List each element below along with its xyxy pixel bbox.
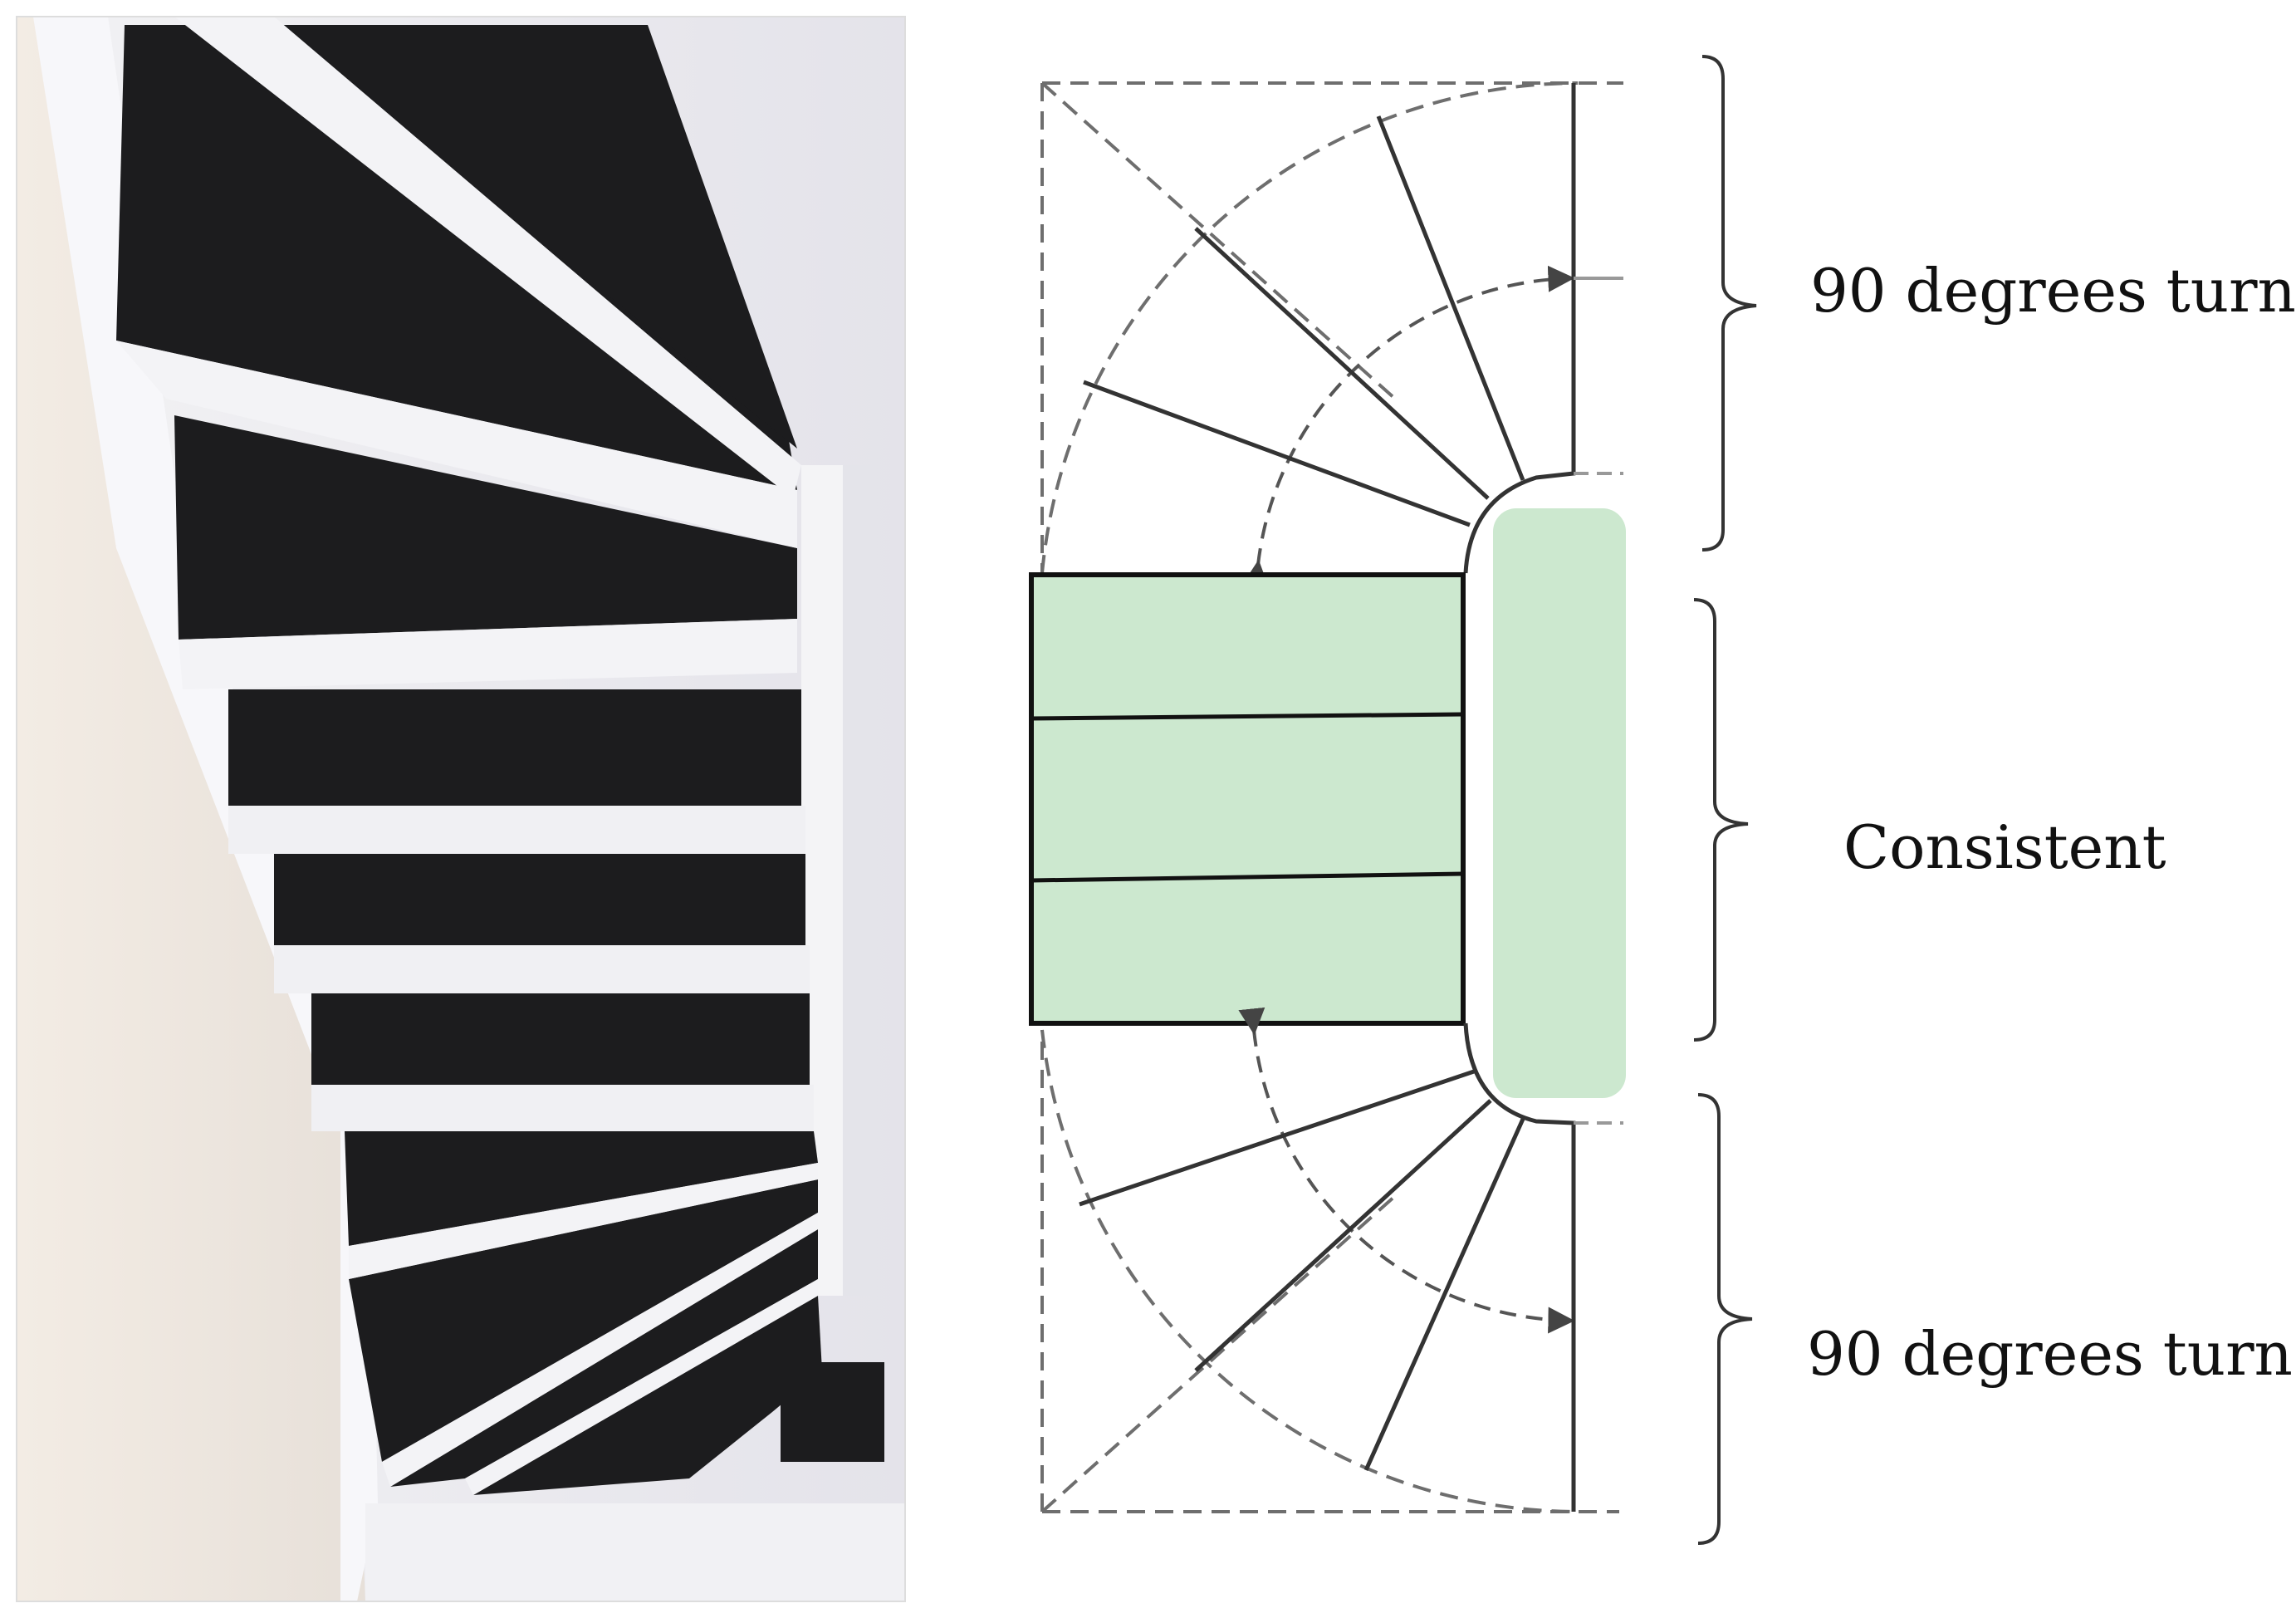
middle-brace	[1693, 598, 1749, 1042]
bottom-dashed-outline	[1040, 1030, 1619, 1513]
staircase-photo	[16, 16, 906, 1602]
bottom-brace	[1697, 1093, 1753, 1545]
braces	[1693, 55, 1757, 1545]
upper-winder-nosings	[116, 17, 801, 689]
bottom-winder-lines	[1079, 1069, 1526, 1472]
bottom-dashed-diagonal	[1040, 1194, 1397, 1513]
top-turn-label: 90 degrees turn	[1810, 256, 2296, 326]
bottom-outer-arc	[1040, 1029, 1579, 1513]
bottom-turn-label: 90 degrees turn	[1807, 1319, 2293, 1389]
bottom-turn-plan	[1040, 1007, 1623, 1513]
stair-plan-diagram	[1029, 55, 1757, 1545]
bottom-walkline	[1238, 1007, 1575, 1334]
top-dashed-outline	[1040, 81, 1623, 573]
stringer	[33, 17, 378, 1601]
top-dashed-diagonal	[1040, 81, 1397, 400]
lower-winder-nosings	[349, 1163, 818, 1495]
top-outer-arc	[1040, 81, 1579, 574]
consistent-label: Consistent	[1843, 812, 2166, 882]
straight-treads	[228, 689, 814, 1131]
bottom-outer-wall	[1463, 1022, 1576, 1512]
top-walkline	[1242, 265, 1575, 588]
left-wall	[17, 17, 365, 1601]
top-winder-lines	[1083, 115, 1525, 527]
top-turn-plan	[1040, 81, 1623, 588]
straight-flight-box	[1029, 572, 1466, 1026]
top-brace	[1701, 55, 1757, 552]
top-outer-wall	[1463, 83, 1576, 574]
newel-highlight	[1493, 508, 1626, 1098]
straight-flight-plan	[1029, 508, 1626, 1098]
